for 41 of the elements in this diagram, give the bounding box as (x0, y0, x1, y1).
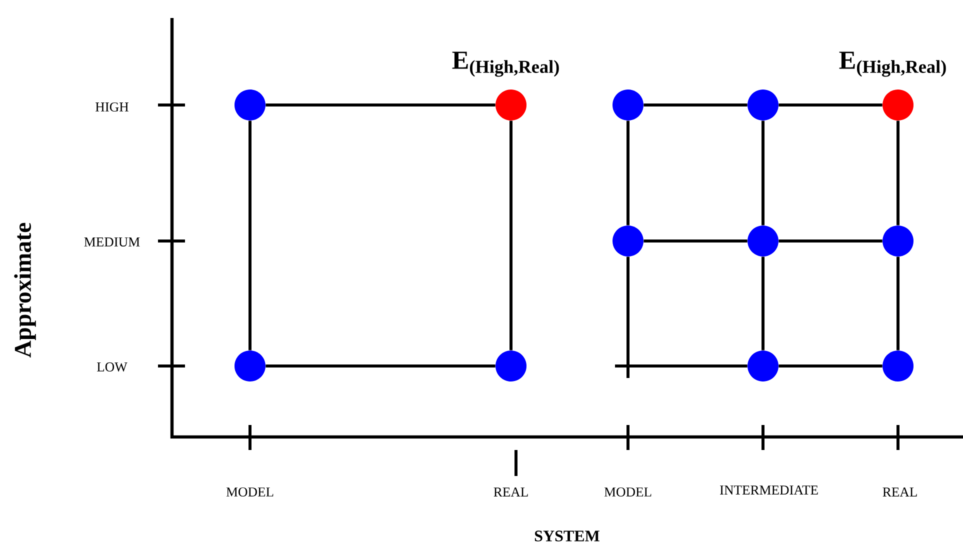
dot (234, 90, 266, 120)
axis-tick-label: REAL (882, 488, 917, 496)
grid-line (644, 104, 748, 106)
dot (748, 90, 778, 120)
grid-line (644, 240, 748, 242)
grid-line (896, 256, 900, 350)
dot (882, 350, 914, 382)
grid-line (626, 120, 630, 226)
grid-line (778, 364, 882, 368)
grid-line (266, 364, 496, 368)
dot (612, 90, 644, 120)
axis-tick-label: LOW (97, 362, 128, 372)
dot (748, 226, 778, 256)
dot (496, 90, 526, 120)
energy-label: E$_{(High,Real)}$ (839, 52, 946, 77)
dot (612, 226, 644, 256)
axis-tick-label: MEDIUM (84, 238, 140, 246)
energy-label: E$_{(High,Real)}$ (452, 52, 559, 77)
dot (234, 350, 266, 382)
axis-tick-label: REAL (494, 488, 528, 496)
axis-tick-label: MODEL (604, 487, 652, 497)
grid-line (248, 120, 252, 350)
grid-line (778, 240, 882, 242)
grid-line (266, 104, 496, 106)
grid-line (896, 120, 900, 226)
axis-tick-label: HIGH (96, 102, 128, 112)
grid-line (778, 104, 882, 106)
grid-line (628, 364, 748, 368)
dot (748, 350, 778, 382)
dot (882, 90, 914, 120)
grid-line (762, 256, 764, 350)
axis-tick-label: INTERMEDIATE (720, 486, 818, 494)
line-cross (614, 364, 630, 380)
axis-tick-label: MODEL (226, 487, 274, 497)
grid-line (626, 256, 630, 366)
axis-title: Approximate (14, 222, 36, 358)
dot (496, 350, 526, 382)
grid-line (510, 120, 512, 350)
grid-line (762, 120, 764, 226)
dot (882, 226, 914, 256)
axis-title: SYSTEM (534, 530, 600, 542)
